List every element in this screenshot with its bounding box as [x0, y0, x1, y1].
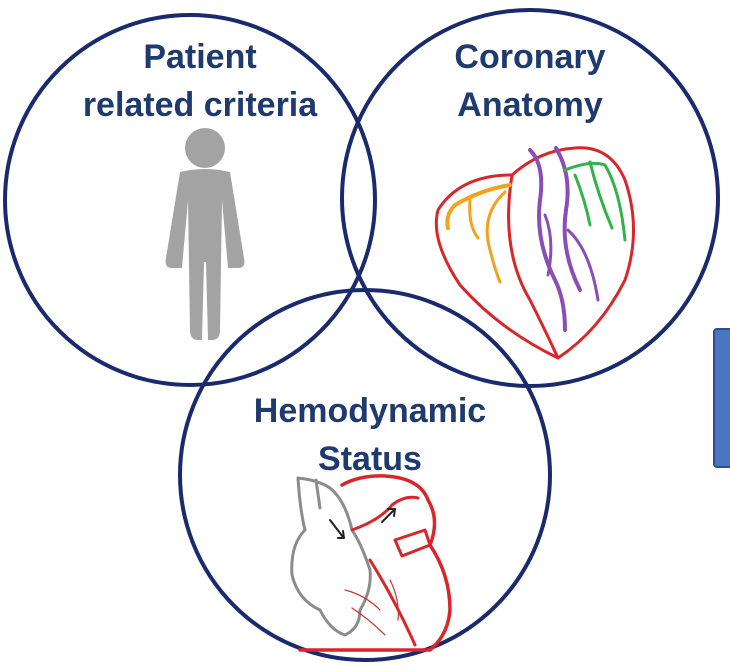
- hemodynamic-label-line1: Hemodynamic: [254, 392, 486, 430]
- hemodynamic-label-line2: Status: [318, 440, 422, 478]
- side-box: [713, 328, 730, 468]
- patient-label-line2: related criteria: [83, 86, 318, 124]
- coronary-label-line2: Anatomy: [457, 86, 603, 124]
- coronary-heart-icon: [436, 148, 633, 358]
- coronary-label-line1: Coronary: [454, 38, 605, 76]
- hemodynamic-heart-icon: [292, 476, 450, 650]
- patient-label-line1: Patient: [143, 38, 256, 76]
- person-icon: [166, 128, 245, 340]
